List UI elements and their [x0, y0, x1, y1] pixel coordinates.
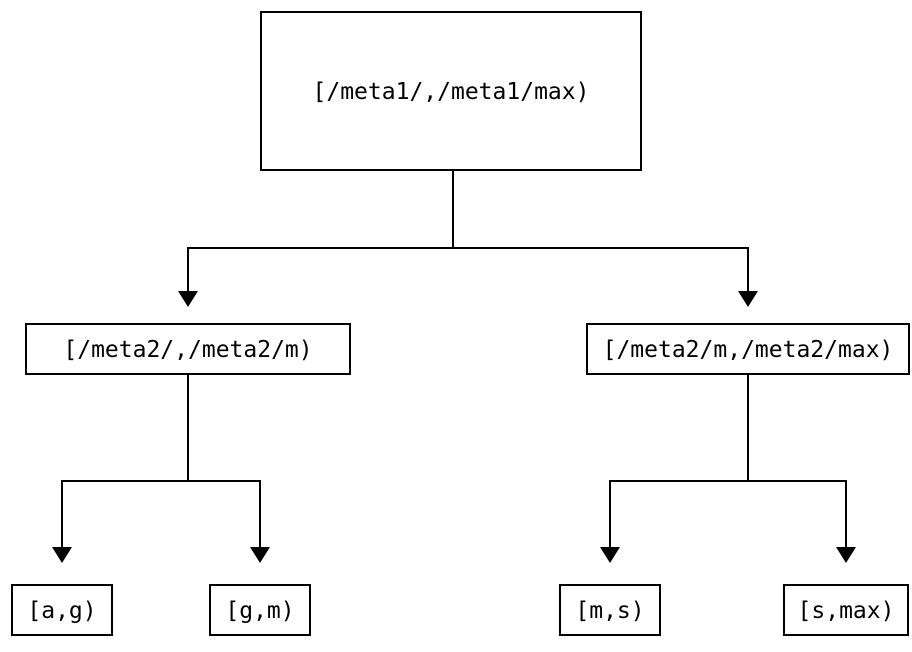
node-leaf-smax-label: [s,max)	[798, 598, 895, 624]
node-meta2-low-label: [/meta2/,/meta2/m)	[63, 337, 312, 363]
node-leaf-smax: [s,max)	[783, 584, 909, 636]
arrow-down-icon-leaf-ms	[600, 547, 620, 563]
arrow-down-icon-leaf-gm	[250, 547, 270, 563]
arrow-down-icon-meta2-high	[738, 291, 758, 307]
node-meta2-low: [/meta2/,/meta2/m)	[25, 323, 351, 375]
connector-meta2-high-to-children	[609, 374, 847, 549]
node-root-box	[260, 11, 642, 171]
node-leaf-ms: [m,s)	[559, 584, 661, 636]
node-leaf-gm-label: [g,m)	[225, 598, 294, 624]
node-leaf-ag-label: [a,g)	[27, 598, 96, 624]
arrow-down-icon-meta2-low	[178, 291, 198, 307]
arrow-down-icon-leaf-smax	[836, 547, 856, 563]
node-meta2-high-box	[586, 323, 910, 375]
node-leaf-ag: [a,g)	[11, 584, 113, 636]
node-leaf-ms-label: [m,s)	[575, 598, 644, 624]
node-meta2-high-label: [/meta2/m,/meta2/max)	[603, 337, 894, 363]
node-leaf-ms-box	[559, 584, 661, 636]
node-leaf-smax-box	[783, 584, 909, 636]
connector-meta2-low-to-children	[61, 374, 261, 549]
node-root: [/meta1/,/meta1/max)	[260, 11, 642, 171]
node-leaf-gm: [g,m)	[209, 584, 311, 636]
node-meta2-high: [/meta2/m,/meta2/max)	[586, 323, 910, 375]
arrow-down-icon-leaf-ag	[52, 547, 72, 563]
connector-root-to-children	[187, 170, 749, 294]
node-leaf-gm-box	[209, 584, 311, 636]
node-leaf-ag-box	[11, 584, 113, 636]
node-meta2-low-box	[25, 323, 351, 375]
node-root-label: [/meta1/,/meta1/max)	[313, 79, 590, 105]
